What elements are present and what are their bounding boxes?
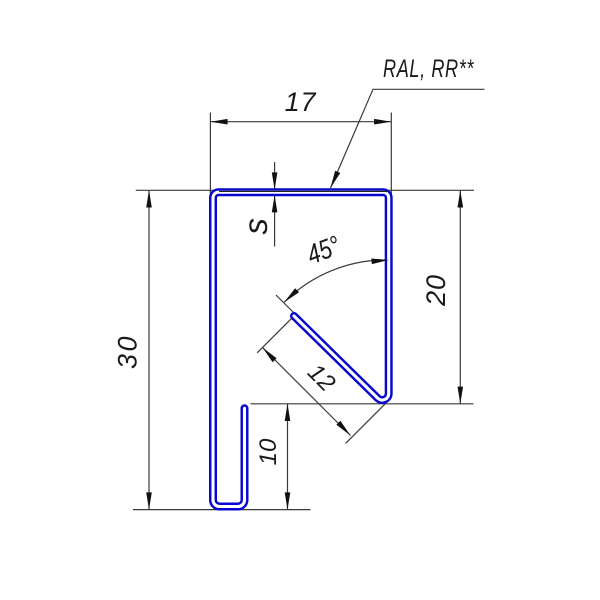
svg-text:20: 20: [421, 274, 451, 307]
svg-text:10: 10: [255, 438, 282, 465]
svg-text:s: s: [237, 217, 274, 234]
svg-text:30: 30: [113, 334, 143, 369]
svg-text:17: 17: [285, 87, 317, 117]
svg-text:RAL, RR**: RAL, RR**: [383, 55, 474, 83]
